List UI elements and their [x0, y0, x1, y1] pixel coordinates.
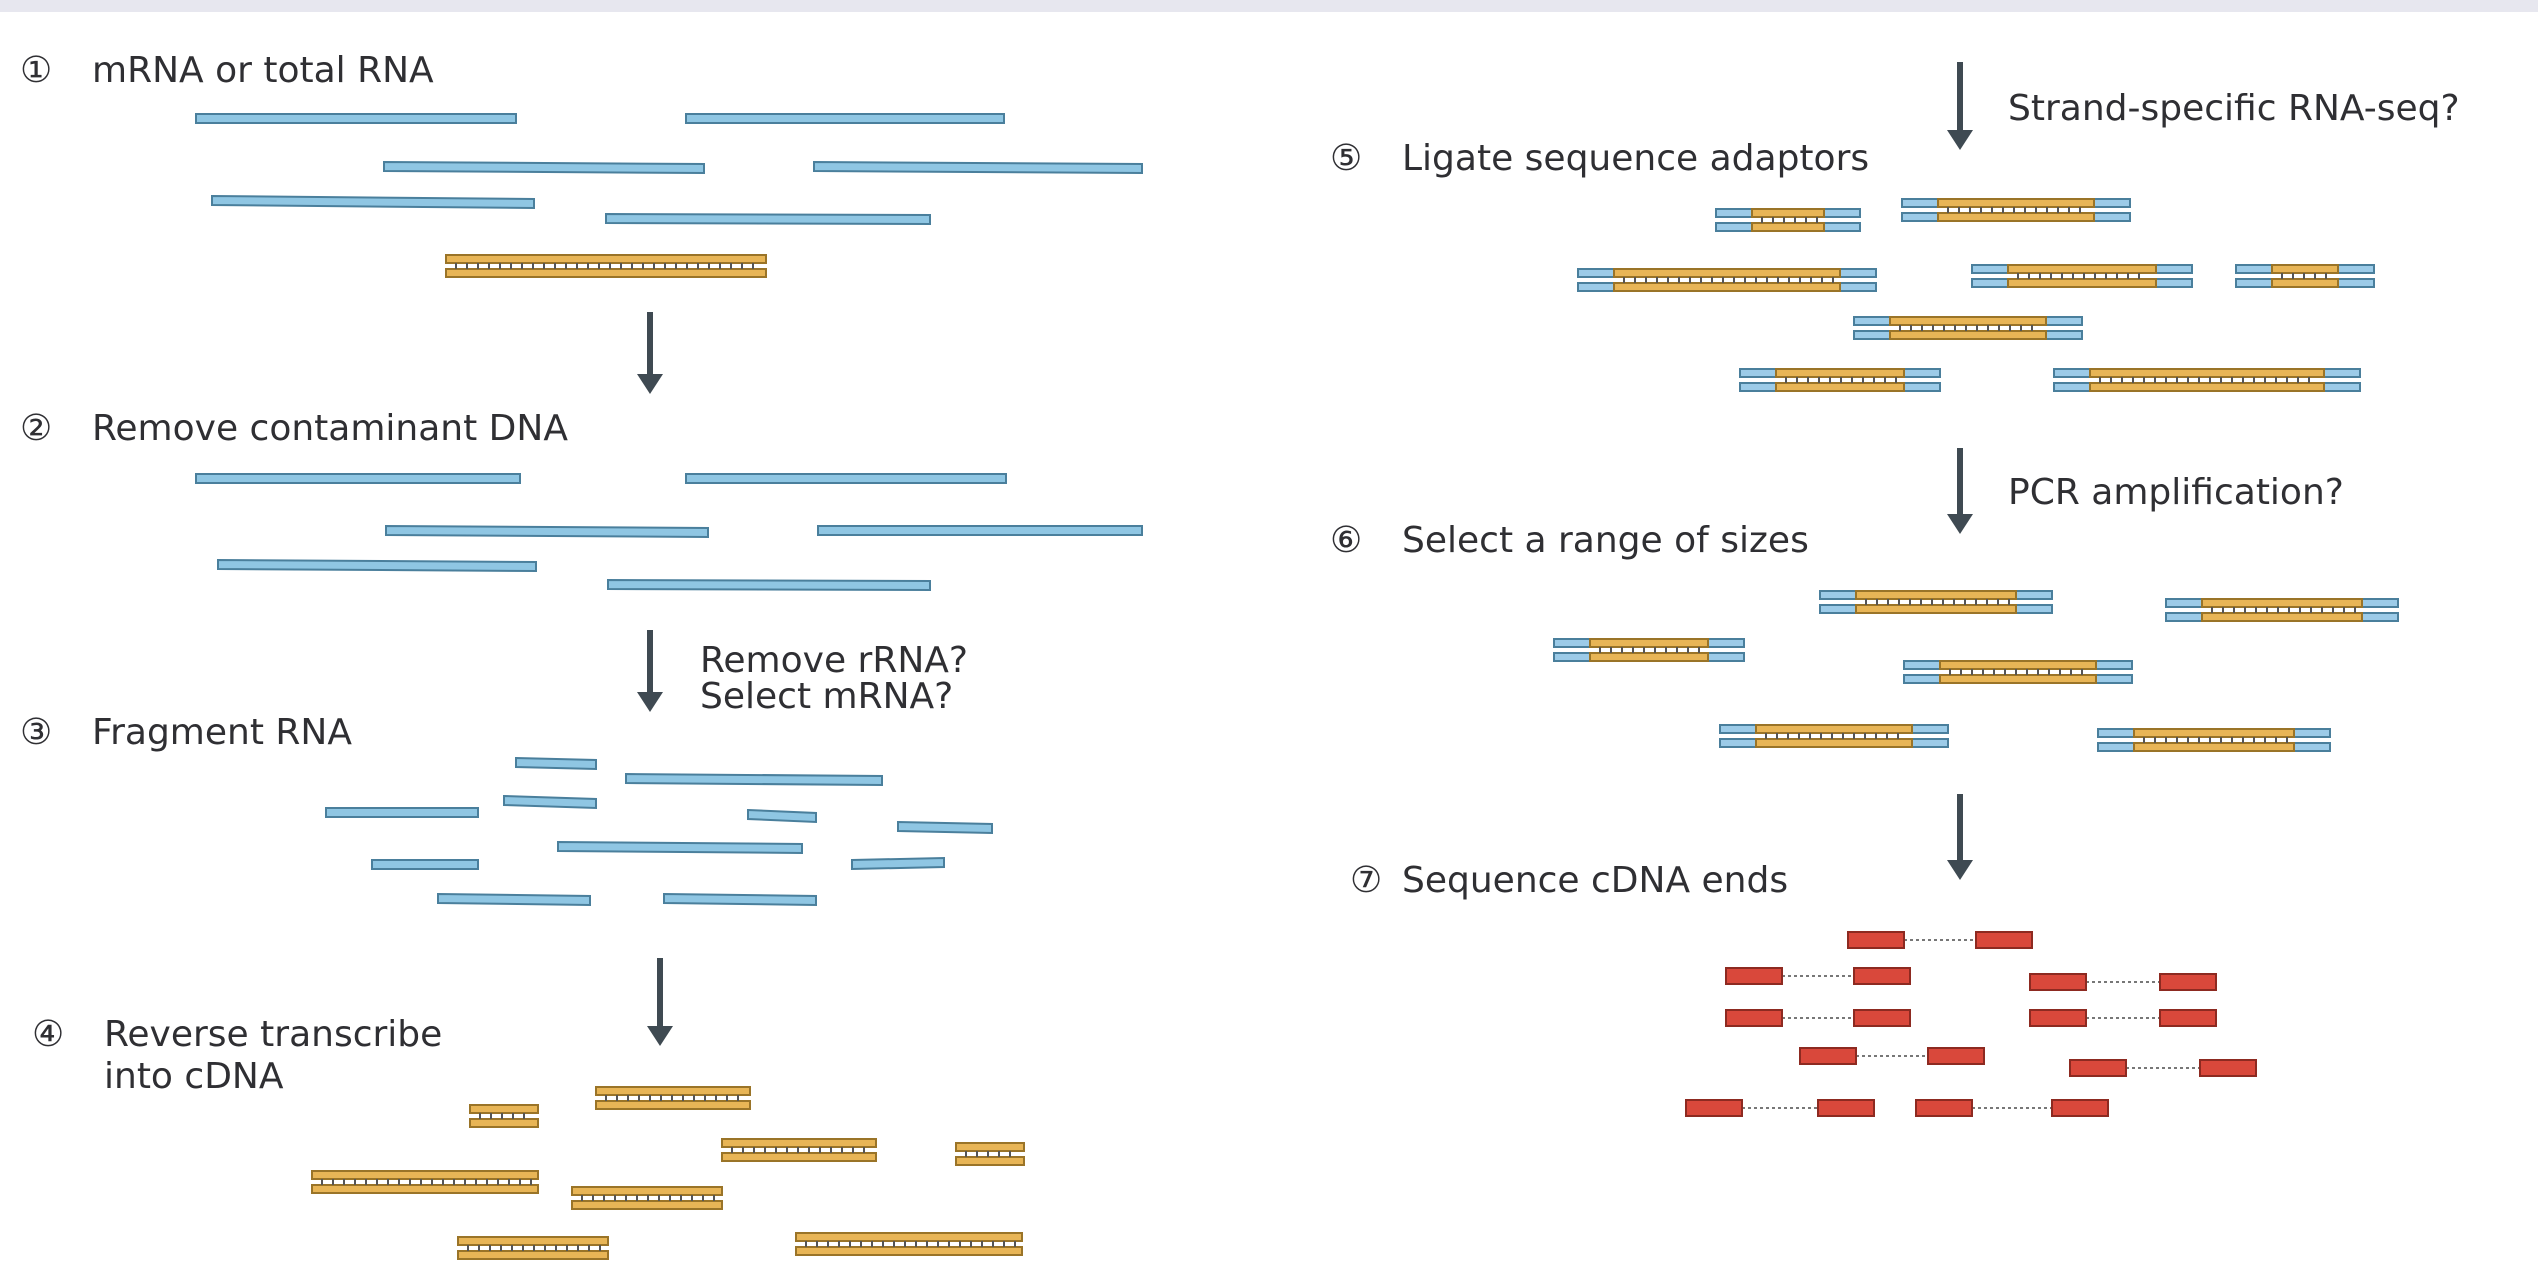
- adaptor-ligated-fragment: [1901, 198, 2131, 222]
- note-pcr-amplification: PCR amplification?: [2008, 472, 2344, 513]
- rna-strand: [851, 856, 945, 871]
- note-strand-specific: Strand-specific RNA-seq?: [2008, 88, 2460, 129]
- rna-strand: [685, 113, 1005, 124]
- sequence-read-pair: [1799, 1047, 1985, 1065]
- rna-strand: [663, 892, 817, 907]
- adaptor-ligated-fragment: [1903, 660, 2133, 684]
- rna-strand: [605, 212, 931, 226]
- dna-layer: [311, 198, 2399, 1260]
- step-5: ⑤ Ligate sequence adaptors: [1330, 138, 1869, 179]
- rna-strand: [217, 558, 537, 573]
- cdna-fragment: [311, 1170, 539, 1194]
- note-remove-rrna: Remove rRNA?: [700, 640, 968, 681]
- rna-strand: [371, 859, 479, 870]
- adaptor-ligated-fragment: [2053, 368, 2361, 392]
- rna-strand: [813, 160, 1143, 175]
- step-7-number: ⑦: [1350, 860, 1382, 901]
- top-border: [0, 0, 2538, 12]
- rna-strand: [817, 525, 1143, 536]
- cdna-fragment: [469, 1104, 539, 1128]
- rna-strand: [383, 160, 705, 175]
- rna-strand: [747, 808, 817, 824]
- rna-layer: [195, 113, 1143, 907]
- arrows-layer: [637, 62, 1973, 1046]
- step-1-number: ①: [20, 50, 52, 91]
- sequence-read-pair: [1725, 967, 1911, 985]
- sequence-read-pair: [1725, 1009, 1911, 1027]
- adaptor-ligated-fragment: [1971, 264, 2193, 288]
- down-arrow-icon: [1947, 794, 1973, 880]
- rna-strand: [607, 578, 931, 592]
- step-4: ④ Reverse transcribe into cDNA: [32, 1014, 442, 1097]
- adaptor-ligated-fragment: [2097, 728, 2331, 752]
- note-select-mrna: Select mRNA?: [700, 676, 953, 717]
- adaptor-ligated-fragment: [1819, 590, 2053, 614]
- step-2: ② Remove contaminant DNA: [20, 408, 568, 449]
- cdna-fragment: [595, 1086, 751, 1110]
- rna-strand: [503, 794, 597, 810]
- sequence-read-pair: [2029, 973, 2217, 991]
- down-arrow-icon: [647, 958, 673, 1046]
- rna-strand: [437, 892, 591, 907]
- rna-strand: [897, 820, 993, 835]
- sequence-read-pair: [1915, 1099, 2109, 1117]
- step-6-label: Select a range of sizes: [1402, 520, 1809, 561]
- cdna-fragment: [721, 1138, 877, 1162]
- rna-strand: [195, 473, 521, 484]
- step-3-number: ③: [20, 712, 52, 753]
- adaptor-ligated-fragment: [1577, 268, 1877, 292]
- adaptor-ligated-fragment: [1719, 724, 1949, 748]
- rna-strand: [515, 756, 597, 771]
- step-7: ⑦ Sequence cDNA ends: [1350, 860, 1788, 901]
- step-3-label: Fragment RNA: [92, 712, 352, 753]
- step-1: ① mRNA or total RNA: [20, 50, 434, 91]
- rna-strand: [325, 807, 479, 818]
- sequence-read-pair: [1685, 1099, 1875, 1117]
- down-arrow-icon: [1947, 62, 1973, 150]
- rna-strand: [557, 840, 803, 855]
- step-3: ③ Fragment RNA: [20, 712, 352, 753]
- sequence-read-pair: [2069, 1059, 2257, 1077]
- step-4-label-line2: into cDNA: [104, 1056, 284, 1097]
- rna-strand: [685, 473, 1007, 484]
- cdna-fragment: [445, 254, 767, 278]
- cdna-fragment: [955, 1142, 1025, 1166]
- step-5-label: Ligate sequence adaptors: [1402, 138, 1869, 179]
- rna-strand: [625, 772, 883, 787]
- adaptor-ligated-fragment: [1739, 368, 1941, 392]
- rna-strand: [385, 524, 709, 539]
- step-5-number: ⑤: [1330, 138, 1362, 179]
- adaptor-ligated-fragment: [2235, 264, 2375, 288]
- adaptor-ligated-fragment: [1715, 208, 1861, 232]
- rna-strand: [195, 113, 517, 124]
- reads-layer: [1685, 931, 2257, 1117]
- cdna-fragment: [571, 1186, 723, 1210]
- down-arrow-icon: [637, 630, 663, 712]
- adaptor-ligated-fragment: [1853, 316, 2083, 340]
- step-6-number: ⑥: [1330, 520, 1362, 561]
- step-4-number: ④: [32, 1014, 64, 1055]
- down-arrow-icon: [1947, 448, 1973, 534]
- cdna-fragment: [457, 1236, 609, 1260]
- step-7-label: Sequence cDNA ends: [1402, 860, 1788, 901]
- cdna-fragment: [795, 1232, 1023, 1256]
- step-6: ⑥ Select a range of sizes: [1330, 520, 1809, 561]
- adaptor-ligated-fragment: [1553, 638, 1745, 662]
- adaptor-ligated-fragment: [2165, 598, 2399, 622]
- step-4-label: Reverse transcribe: [104, 1014, 442, 1055]
- step-2-number: ②: [20, 408, 52, 449]
- sequence-read-pair: [1847, 931, 2033, 949]
- step-1-label: mRNA or total RNA: [92, 50, 434, 91]
- step-2-label: Remove contaminant DNA: [92, 408, 568, 449]
- sequence-read-pair: [2029, 1009, 2217, 1027]
- rna-strand: [211, 194, 535, 210]
- down-arrow-icon: [637, 312, 663, 394]
